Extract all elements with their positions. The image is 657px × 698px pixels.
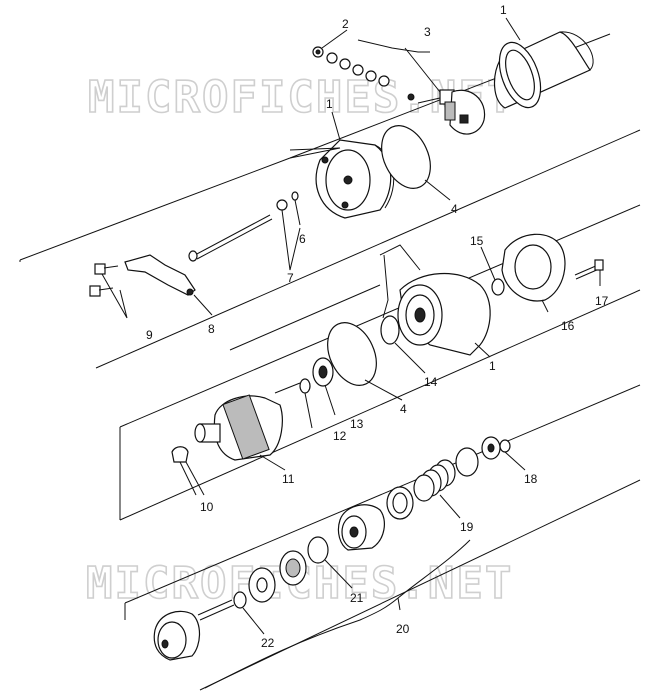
mounting-screw bbox=[574, 259, 604, 280]
callout-15: 15 bbox=[470, 234, 484, 248]
callout-19: 19 bbox=[460, 520, 474, 534]
pinion-gear bbox=[279, 550, 307, 586]
callout-1-rear-cover: 1 bbox=[326, 97, 333, 111]
terminal-brush-assembly bbox=[407, 89, 486, 135]
snap-ring bbox=[233, 591, 247, 609]
mounting-bracket bbox=[124, 254, 196, 296]
clutch-o-ring bbox=[307, 536, 329, 564]
callout-12: 12 bbox=[333, 429, 347, 443]
callout-20: 20 bbox=[396, 622, 410, 636]
callout-1-yoke: 1 bbox=[500, 3, 507, 17]
callout-2: 2 bbox=[342, 17, 349, 31]
small-o-ring bbox=[380, 315, 400, 345]
callout-21: 21 bbox=[350, 591, 364, 605]
callout-9: 9 bbox=[146, 328, 153, 342]
overrunning-clutch bbox=[337, 504, 386, 551]
callout-10: 10 bbox=[200, 500, 214, 514]
spring-set bbox=[386, 447, 479, 520]
callout-6: 6 bbox=[299, 232, 306, 246]
callout-16: 16 bbox=[561, 319, 575, 333]
thrust-washer bbox=[299, 378, 311, 394]
callout-7: 7 bbox=[287, 271, 294, 285]
callout-3: 3 bbox=[424, 25, 431, 39]
callout-11: 11 bbox=[282, 472, 295, 486]
stopper-washer bbox=[248, 567, 276, 603]
callout-4-upper: 4 bbox=[451, 202, 458, 216]
front-housing bbox=[397, 273, 491, 356]
seal-washer bbox=[491, 278, 505, 296]
callout-18: 18 bbox=[524, 472, 538, 486]
bracket-bolts bbox=[89, 263, 119, 297]
callout-1-front-housing: 1 bbox=[489, 359, 496, 373]
retainer-clip bbox=[481, 436, 511, 460]
yoke-housing bbox=[494, 31, 594, 109]
callout-22: 22 bbox=[261, 636, 275, 650]
callout-14: 14 bbox=[424, 375, 438, 389]
drive-shaft bbox=[153, 599, 235, 661]
callout-17: 17 bbox=[595, 294, 609, 308]
o-ring-lower bbox=[327, 322, 377, 386]
o-ring-top bbox=[381, 125, 431, 189]
callout-13: 13 bbox=[350, 417, 364, 431]
callout-numbers: 1 2 3 1 4 6 7 8 9 15 16 17 1 14 4 13 12 … bbox=[146, 3, 609, 650]
bearing bbox=[312, 357, 334, 387]
callout-8: 8 bbox=[208, 322, 215, 336]
rear-end-cover bbox=[315, 139, 395, 219]
leader-lines bbox=[101, 17, 601, 689]
callout-4-lower: 4 bbox=[400, 402, 407, 416]
brush-set bbox=[171, 446, 205, 496]
small-washer bbox=[291, 191, 299, 201]
through-bolts bbox=[188, 199, 288, 262]
front-gasket bbox=[501, 233, 566, 302]
washer-stack bbox=[312, 46, 390, 87]
armature bbox=[194, 382, 301, 461]
